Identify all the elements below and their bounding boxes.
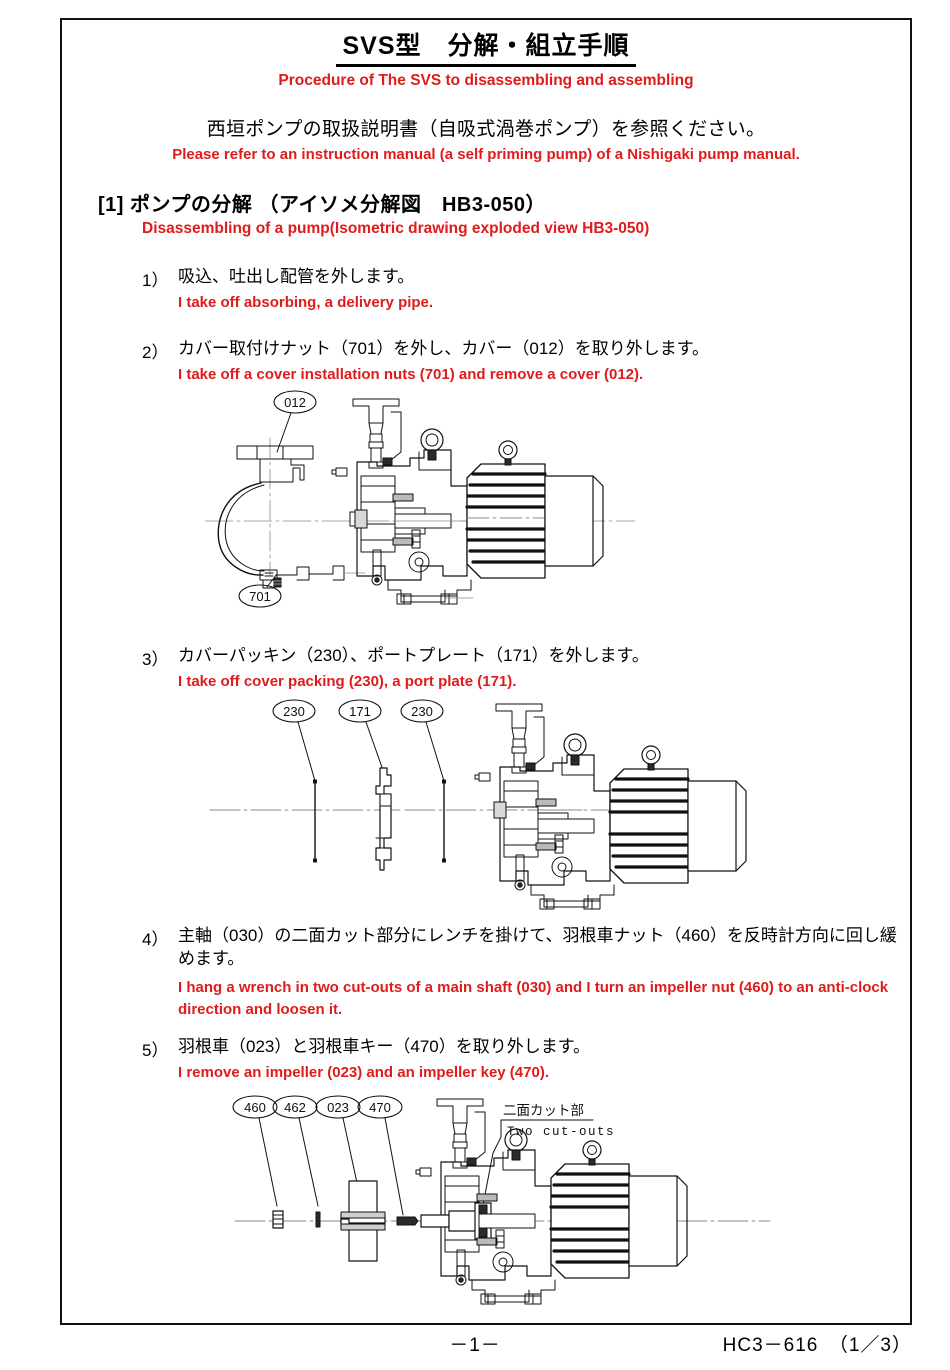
cover-packing-230-right: [442, 779, 446, 863]
step-text-en: I take off a cover installation nuts (70…: [178, 366, 644, 383]
step-number: 4）: [142, 930, 169, 949]
port-plate-171: [375, 767, 392, 871]
svg-text:230: 230: [411, 704, 433, 719]
nut-701-part: [273, 577, 282, 588]
pump-body: [415, 1098, 552, 1286]
section-heading-en: Disassembling of a pump(Isometric drawin…: [142, 220, 650, 237]
reference-note-ja: 西垣ポンプの取扱説明書（自吸式渦巻ポンプ）を参照ください。: [206, 119, 766, 140]
svg-text:012: 012: [284, 395, 306, 410]
step-number: 1）: [142, 271, 169, 290]
pump-base: [530, 884, 615, 910]
callout-470: 470: [357, 1095, 404, 1216]
svg-text:470: 470: [369, 1100, 391, 1115]
svg-text:023: 023: [327, 1100, 349, 1115]
cover-packing-230-left: [313, 779, 317, 863]
page-number: －1－: [449, 1335, 501, 1356]
callout-230-left: 230: [272, 699, 316, 782]
svg-text:462: 462: [284, 1100, 306, 1115]
step-text-ja: 吸込、吐出し配管を外します。: [178, 267, 415, 286]
callout-462: 462: [272, 1095, 319, 1207]
step-number: 5）: [142, 1041, 169, 1060]
impeller-023: [340, 1180, 386, 1262]
step-number: 2）: [142, 343, 169, 362]
section-heading-ja: [1] ポンプの分解 （アイソメ分解図 HB3-050）: [98, 194, 546, 216]
annotation-two-cut-outs: 二面カット部 Two cut-outs: [482, 1103, 615, 1206]
step-text-en: I take off absorbing, a delivery pipe.: [178, 294, 434, 311]
page-subtitle: Procedure of The SVS to disassembling an…: [278, 72, 694, 89]
svg-text:701: 701: [249, 589, 271, 604]
step-text-ja: 主軸（030）の二面カット部分にレンチを掛けて、羽根車ナット（460）を反時計方…: [178, 926, 897, 968]
callout-701: 701: [238, 573, 282, 608]
pump-base: [387, 579, 474, 605]
step-text-ja: カバーパッキン（230）、ポートプレート（171）を外します。: [178, 646, 649, 665]
page-content: SVS型 分解・組立手順 Procedure of The SVS to dis…: [60, 18, 912, 1325]
step-text-ja: 羽根車（023）と羽根車キー（470）を取り外します。: [178, 1037, 591, 1056]
eye-bolt-casing: [502, 1128, 536, 1171]
callout-460: 460: [232, 1095, 278, 1207]
callout-171: 171: [338, 699, 385, 774]
page-title: SVS型 分解・組立手順: [60, 26, 912, 67]
page-footer: －1－ HC3－616 （1／3）: [0, 1330, 950, 1364]
eye-bolt-casing: [561, 733, 595, 776]
svg-text:230: 230: [283, 704, 305, 719]
annotation-two-cut-outs-en: Two cut-outs: [507, 1125, 615, 1139]
pump-base: [471, 1279, 556, 1305]
svg-text:460: 460: [244, 1100, 266, 1115]
cover-012-part: [217, 445, 314, 589]
document-number: HC3－616 （1／3）: [722, 1335, 912, 1356]
impeller-key-470: [396, 1216, 419, 1226]
annotation-two-cut-outs-ja: 二面カット部: [503, 1103, 584, 1118]
callout-023: 023: [315, 1095, 361, 1184]
motor: [608, 745, 747, 884]
figure-pump-assembly-with-cover: 012 701: [204, 390, 665, 625]
figure-impeller-removal: 460 462 023 470: [225, 1093, 785, 1328]
callout-012: 012: [273, 390, 317, 453]
step-number: 3）: [142, 650, 169, 669]
step-text-en: I hang a wrench in two cut-outs of a mai…: [178, 979, 889, 1018]
step-text-en: I remove an impeller (023) and an impell…: [178, 1064, 549, 1081]
motor: [465, 440, 604, 579]
step-text-ja: カバー取付けナット（701）を外し、カバー（012）を取り外します。: [178, 339, 710, 358]
eye-bolt-casing: [418, 428, 452, 471]
figure-packing-and-port-plate: 230 171 230: [190, 698, 750, 918]
impeller-nut-460: [272, 1210, 284, 1229]
step-text-en: I take off cover packing (230), a port p…: [178, 673, 517, 690]
page-title-text: SVS型 分解・組立手順: [336, 26, 636, 67]
washer-462: [315, 1211, 321, 1228]
callout-230-right: 230: [400, 699, 445, 782]
pump-body: [331, 398, 468, 586]
motor: [549, 1140, 688, 1279]
reference-note-en: Please refer to an instruction manual (a…: [172, 146, 800, 163]
page-border: [60, 18, 912, 1325]
svg-text:171: 171: [349, 704, 371, 719]
pump-body: [474, 703, 611, 891]
